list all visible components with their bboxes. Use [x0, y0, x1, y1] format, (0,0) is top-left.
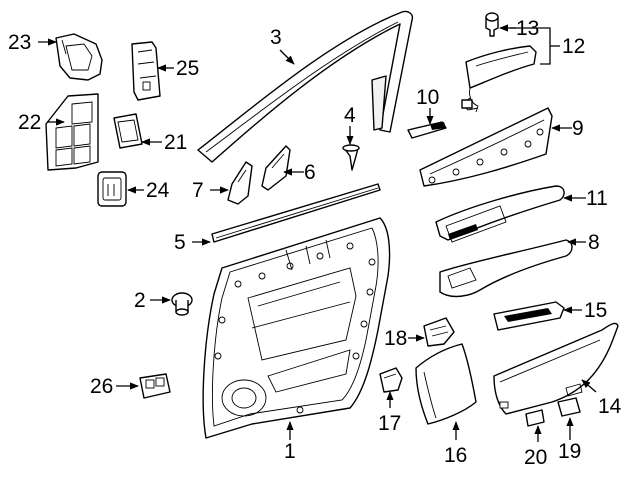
part-8-armrest	[439, 239, 573, 298]
part-17-clip	[379, 367, 403, 393]
callout-21: 21	[164, 131, 187, 154]
part-1-door-panel	[202, 217, 391, 439]
part-26-connector	[139, 373, 171, 399]
callout-7: 7	[192, 179, 204, 202]
callout-9: 9	[572, 117, 584, 140]
callout-11: 11	[586, 187, 608, 210]
callout-16: 16	[444, 444, 467, 467]
callout-26: 26	[90, 375, 113, 398]
callout-labels: 1 2 3 4 5 6 7 8 9 10 11 12 13 14 15 16 1…	[8, 17, 622, 469]
callout-22: 22	[18, 111, 41, 134]
part-9-lamp-strip	[419, 107, 553, 187]
callout-2: 2	[134, 289, 146, 312]
callout-6: 6	[304, 161, 316, 184]
callout-12: 12	[562, 35, 585, 58]
part-14-lower-trim	[493, 322, 619, 415]
callout-15: 15	[584, 299, 607, 322]
callout-8: 8	[588, 231, 600, 254]
part-10-trim	[407, 121, 447, 139]
callout-13: 13	[516, 17, 539, 40]
callout-1: 1	[284, 440, 296, 463]
callout-3: 3	[270, 26, 282, 49]
callout-19: 19	[558, 440, 581, 463]
callout-20: 20	[524, 446, 547, 469]
part-5-weatherstrip	[211, 183, 381, 243]
part-11-upper-trim	[435, 185, 565, 243]
part-7-trim	[227, 161, 253, 205]
part-6-trim	[261, 145, 291, 191]
part-19-clip	[557, 397, 581, 417]
part-23-seat-switch	[55, 33, 103, 81]
part-2-fastener	[171, 292, 193, 316]
callout-14: 14	[598, 395, 622, 418]
part-22-window-switch-panel	[45, 93, 99, 171]
part-12-lamp-assembly	[461, 45, 537, 113]
part-24-switch	[97, 171, 127, 207]
part-16-speaker-cover	[415, 343, 477, 425]
part-21-switch	[113, 113, 143, 149]
callout-10: 10	[416, 86, 439, 109]
leader-lines	[38, 24, 597, 442]
callout-24: 24	[146, 179, 170, 202]
part-3-window-frame-trim	[197, 10, 414, 163]
part-18-grille	[423, 317, 455, 347]
callout-4: 4	[344, 104, 356, 127]
part-13-bulb	[485, 12, 499, 37]
part-25-bracket	[131, 41, 161, 101]
part-4-clip	[342, 144, 360, 171]
callout-23: 23	[8, 31, 31, 54]
callout-17: 17	[378, 412, 401, 435]
callout-5: 5	[174, 231, 186, 254]
part-20-clip	[525, 409, 545, 427]
callout-25: 25	[176, 57, 199, 80]
callout-18: 18	[384, 327, 407, 350]
part-15-handle-insert	[493, 301, 565, 331]
